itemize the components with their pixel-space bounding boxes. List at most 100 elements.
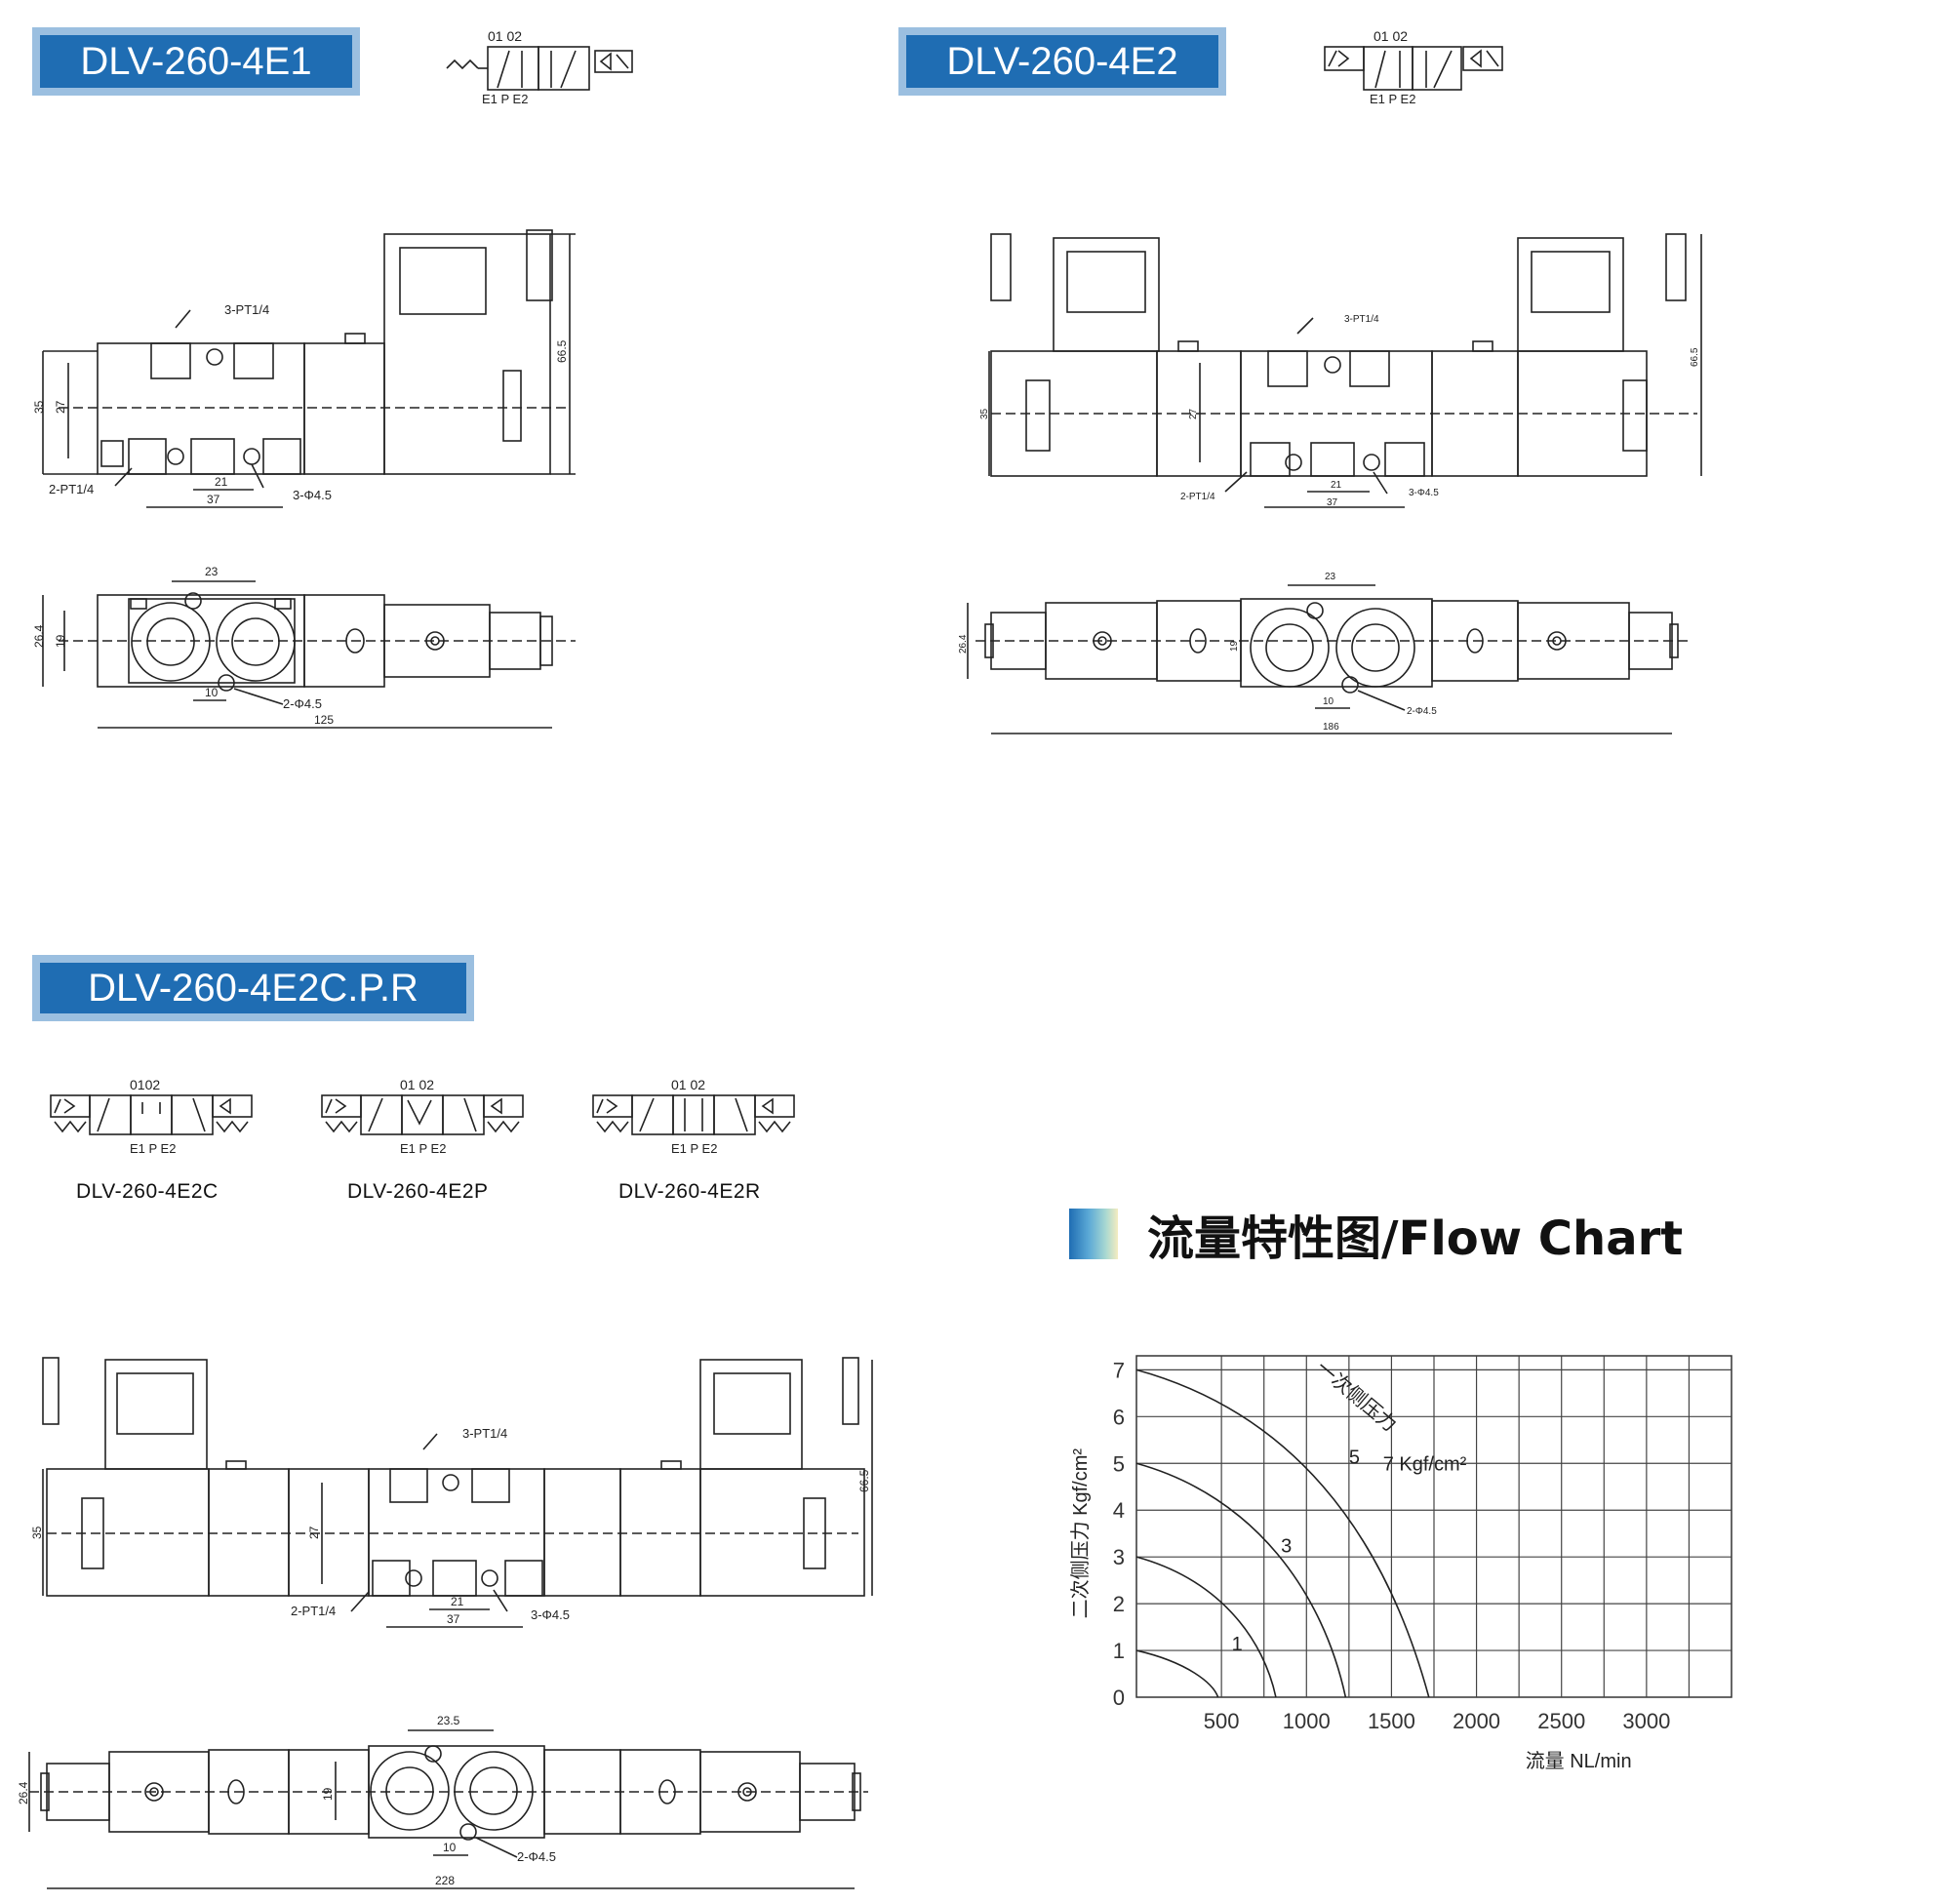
e1-dim-125: 125 <box>314 713 334 727</box>
series-curve-1 <box>1135 1649 1219 1698</box>
e2-dim-186: 186 <box>1323 722 1339 733</box>
e2-dim-35: 35 <box>979 408 990 419</box>
e2-label-pt-top: 3-PT1/4 <box>1344 314 1379 325</box>
chart-series <box>1135 1368 1430 1698</box>
e2cpr-dim-264: 26.4 <box>17 1781 30 1805</box>
e1-dim-27: 27 <box>54 400 67 414</box>
e2-ports-top: 01 02 <box>1374 28 1408 44</box>
e1-label-hole2: 2-Φ4.5 <box>283 696 322 711</box>
series-label-5: 5 <box>1349 1447 1360 1468</box>
section-title-e2: DLV-260-4E2 <box>898 27 1226 96</box>
section-title-e2cpr: DLV-260-4E2C.P.R <box>32 955 474 1021</box>
variant-label-e2p: DLV-260-4E2P <box>347 1180 489 1203</box>
e2cpr-dim-235: 23.5 <box>437 1714 460 1727</box>
e1-label-hole3: 3-Φ4.5 <box>293 488 332 502</box>
section-title-e2-text: DLV-260-4E2 <box>906 35 1218 88</box>
e2c-ports-bottom: E1 P E2 <box>130 1141 176 1156</box>
series-curve-7 <box>1135 1368 1430 1698</box>
e1-label-pt-top: 3-PT1/4 <box>224 302 269 317</box>
annotation-primary-pressure: 一次侧压力 <box>1312 1357 1401 1437</box>
series-curve-3 <box>1135 1556 1277 1698</box>
e1-dim-21: 21 <box>215 475 228 489</box>
y-tick-label: 3 <box>1113 1545 1125 1569</box>
heading-gradient-bar <box>1069 1209 1118 1259</box>
section-title-e1-text: DLV-260-4E1 <box>40 35 352 88</box>
e2p-ports-top: 01 02 <box>400 1077 434 1092</box>
symbol-e2r: 01 02 E1 P E2 <box>592 1077 795 1156</box>
e2cpr-dim-665: 66.5 <box>857 1469 871 1492</box>
e1-dim-23: 23 <box>205 565 219 578</box>
e2-label-hole3: 3-Φ4.5 <box>1409 488 1439 498</box>
chart-grid <box>1135 1355 1732 1698</box>
x-tick-label: 2500 <box>1537 1709 1585 1733</box>
e2-dim-665: 66.5 <box>1690 347 1700 367</box>
x-axis-label: 流量 NL/min <box>1526 1750 1632 1772</box>
symbol-e1: 01 02 E1 P E2 <box>446 28 633 106</box>
e1-dim-35: 35 <box>32 400 46 414</box>
e2cpr-dim-21: 21 <box>451 1595 464 1608</box>
e2cpr-dim-10: 10 <box>443 1841 457 1854</box>
e2cpr-dim-19: 19 <box>321 1787 335 1801</box>
y-tick-label: 5 <box>1113 1451 1125 1476</box>
e2c-ports-top: 0102 <box>130 1077 160 1092</box>
e2-dim-37: 37 <box>1327 497 1338 508</box>
flow-chart-heading-text: 流量特性图/Flow Chart <box>1147 1211 1684 1266</box>
y-tick-label: 4 <box>1113 1498 1125 1523</box>
e1-top-view: 26.4 19 23 10 2-Φ4.5 125 <box>32 565 576 729</box>
x-tick-label: 3000 <box>1622 1709 1670 1733</box>
e2-ports-bottom: E1 P E2 <box>1370 92 1415 106</box>
e1-dim-264: 26.4 <box>32 624 46 648</box>
series-curve-5 <box>1135 1462 1347 1698</box>
section-title-e2cpr-text: DLV-260-4E2C.P.R <box>40 963 466 1013</box>
symbol-e2c: 0102 E1 P E2 <box>50 1077 253 1156</box>
chart-ticks: 500 1000 1500 2000 2500 3000 0 1 2 3 4 5 6 7 <box>1113 1358 1671 1733</box>
e2cpr-dim-27: 27 <box>307 1526 321 1539</box>
e2cpr-label-hole2: 2-Φ4.5 <box>517 1849 556 1864</box>
y-axis-label: 二次侧压力 Kgf/cm² <box>1069 1448 1092 1619</box>
e1-dim-37: 37 <box>207 493 220 506</box>
e2-dim-10: 10 <box>1323 696 1334 707</box>
x-tick-label: 1000 <box>1283 1709 1331 1733</box>
y-tick-label: 2 <box>1113 1592 1125 1616</box>
section-title-e1: DLV-260-4E1 <box>32 27 360 96</box>
y-tick-label: 6 <box>1113 1405 1125 1429</box>
e1-ports-top: 01 02 <box>488 28 522 44</box>
e2-label-hole2: 2-Φ4.5 <box>1407 706 1437 717</box>
y-tick-label: 7 <box>1113 1358 1125 1382</box>
y-tick-label: 0 <box>1113 1686 1125 1710</box>
e2p-ports-bottom: E1 P E2 <box>400 1141 446 1156</box>
flow-chart-heading: 流量特性图/Flow Chart <box>1069 1200 1683 1268</box>
annotation-7-kgf: 7 Kgf/cm² <box>1383 1453 1467 1475</box>
symbol-e2: 01 02 E1 P E2 <box>1324 28 1503 106</box>
e2cpr-dim-228: 228 <box>435 1874 455 1887</box>
e2cpr-top-view: 26.4 19 23.5 10 2-Φ4.5 228 <box>17 1714 868 1889</box>
e2-dim-19: 19 <box>1229 640 1240 652</box>
x-tick-label: 500 <box>1204 1709 1240 1733</box>
variant-label-e2r: DLV-260-4E2R <box>618 1180 761 1203</box>
e2-dim-264: 26.4 <box>958 634 969 654</box>
flow-chart: 500 1000 1500 2000 2500 3000 0 1 2 3 4 5 6 7 1 3 5 一次侧压力… <box>1069 1355 1732 1772</box>
series-label-1: 1 <box>1232 1634 1243 1655</box>
e2cpr-dim-37: 37 <box>447 1612 460 1626</box>
e2r-ports-top: 01 02 <box>671 1077 705 1092</box>
e2cpr-front-view: 3-PT1/4 2-PT1/4 3-Φ4.5 21 37 35 27 66.5 <box>30 1357 873 1628</box>
e2cpr-label-pt-bottom: 2-PT1/4 <box>291 1604 336 1618</box>
e1-dim-19: 19 <box>54 634 67 648</box>
x-tick-label: 2000 <box>1453 1709 1500 1733</box>
y-tick-label: 1 <box>1113 1639 1125 1663</box>
x-tick-label: 1500 <box>1368 1709 1415 1733</box>
e2-front-view: 3-PT1/4 2-PT1/4 3-Φ4.5 21 37 35 27 66.5 <box>979 233 1702 508</box>
e1-dim-665: 66.5 <box>555 339 569 363</box>
e2cpr-label-pt-top: 3-PT1/4 <box>462 1426 507 1441</box>
variant-label-e2c: DLV-260-4E2C <box>76 1180 219 1203</box>
e2cpr-dim-35: 35 <box>30 1526 44 1539</box>
e1-dim-10: 10 <box>205 686 219 699</box>
e2-dim-21: 21 <box>1331 480 1342 491</box>
symbol-e2p: 01 02 E1 P E2 <box>321 1077 524 1156</box>
e2-label-pt-bottom: 2-PT1/4 <box>1180 492 1215 502</box>
series-label-3: 3 <box>1281 1535 1292 1557</box>
e2-dim-27: 27 <box>1188 408 1199 419</box>
e1-ports-bottom: E1 P E2 <box>482 92 528 106</box>
e2-dim-23: 23 <box>1325 572 1336 582</box>
